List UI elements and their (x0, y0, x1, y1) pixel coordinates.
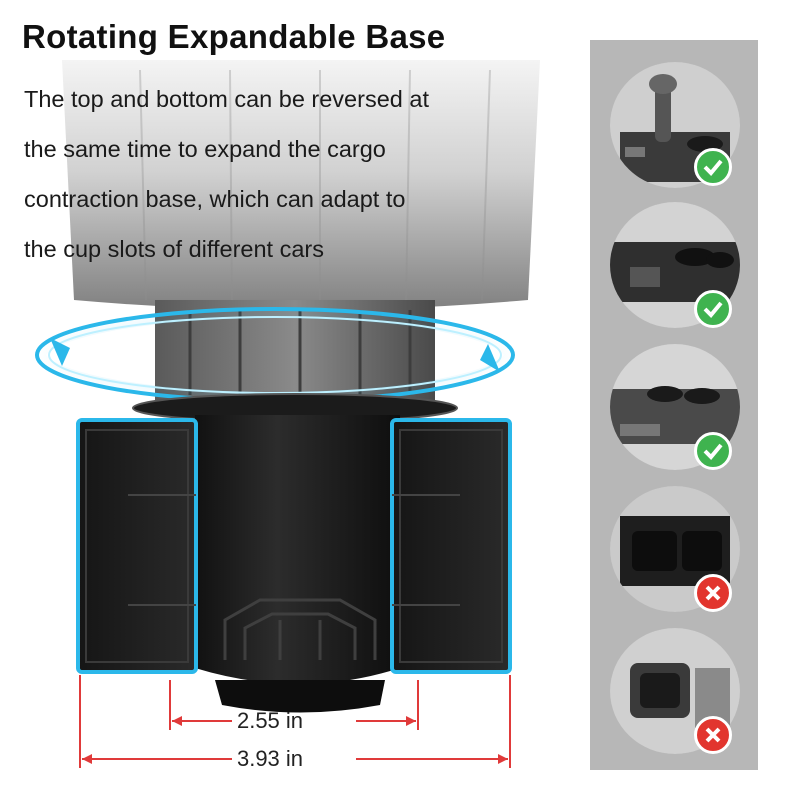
x-icon (694, 716, 732, 754)
compatibility-panel (590, 40, 758, 770)
car-console-photo (610, 486, 740, 612)
headline: Rotating Expandable Base (22, 18, 446, 55)
description-line: The top and bottom can be reversed at (24, 86, 429, 112)
car-console-photo (610, 202, 740, 328)
check-icon (694, 432, 732, 470)
description-line: the cup slots of different cars (24, 236, 325, 262)
car-console-photo (610, 62, 740, 188)
check-icon (694, 148, 732, 186)
car-console-photo (610, 628, 740, 754)
description-text: The top and bottom can be reversed at th… (24, 74, 564, 274)
description-line: contraction base, which can adapt to (24, 186, 406, 212)
description-line: the same time to expand the cargo (24, 136, 386, 162)
check-icon (694, 290, 732, 328)
inner-diameter-label: 2.55 in (236, 708, 304, 733)
outer-diameter-label: 3.93 in (236, 746, 304, 771)
x-icon (694, 574, 732, 612)
